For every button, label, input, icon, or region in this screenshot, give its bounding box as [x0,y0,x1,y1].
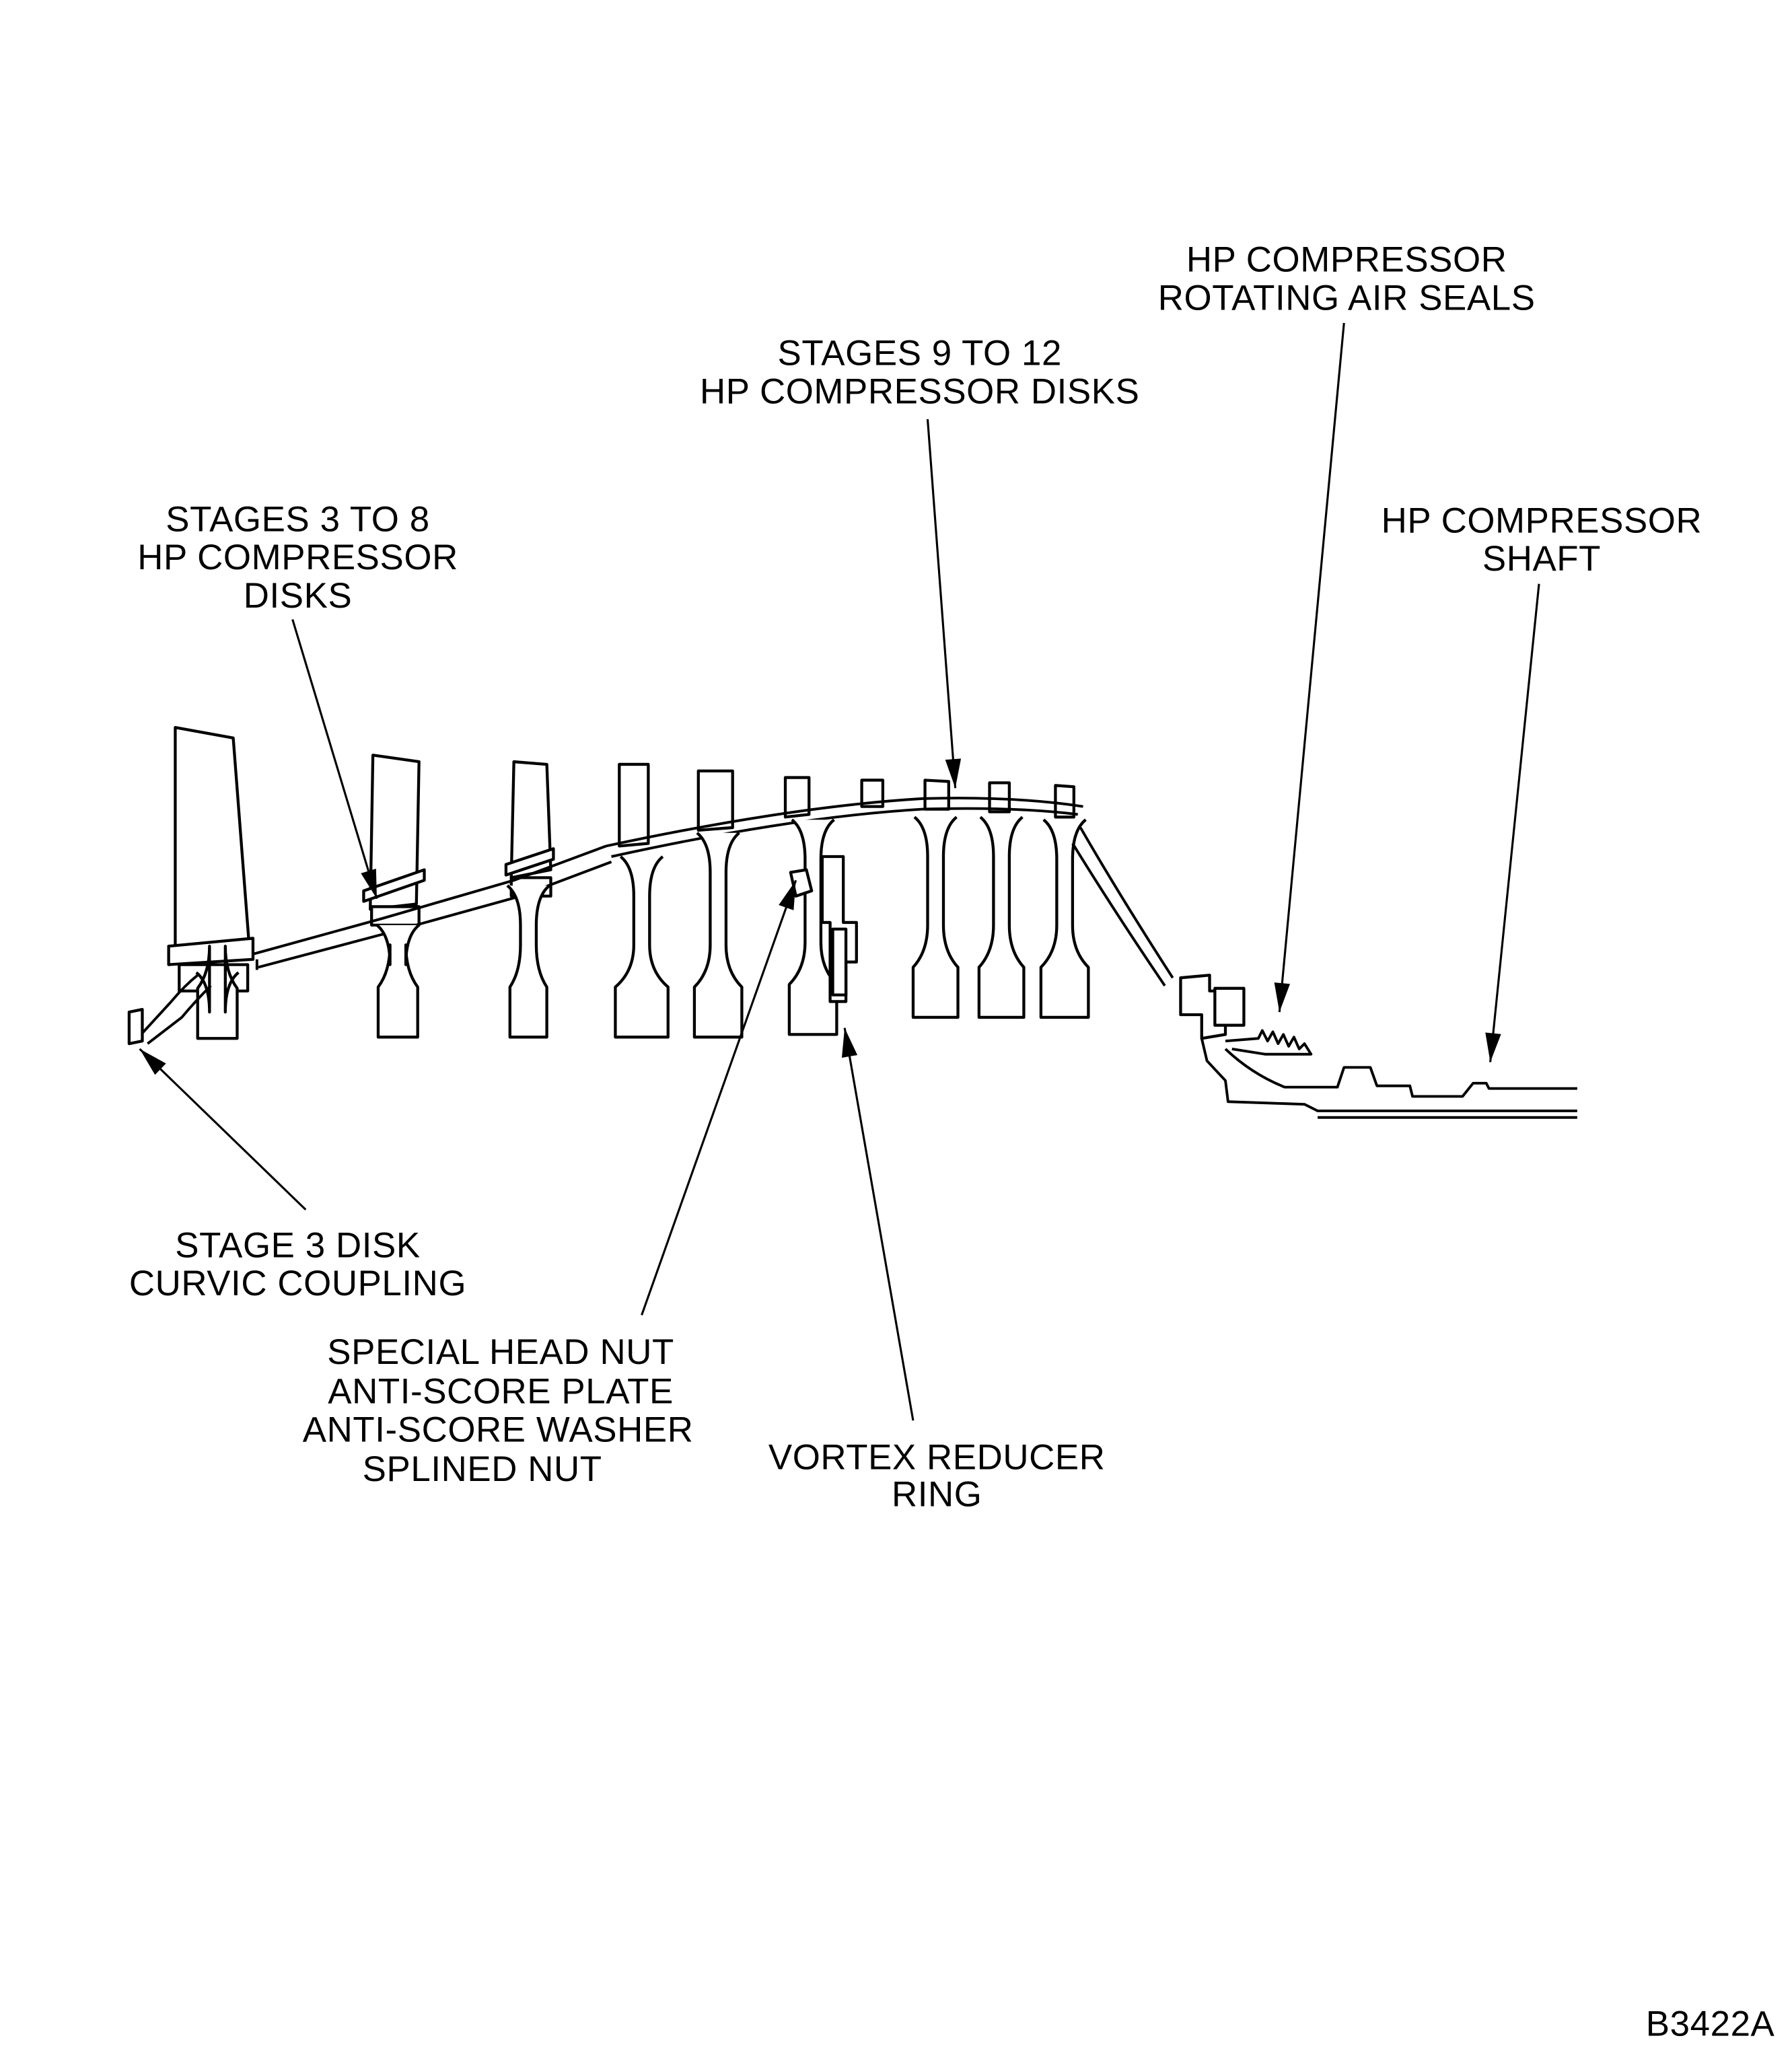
stage-4-blade [369,754,421,911]
arrowhead [139,1048,166,1075]
rotating-air-seal-teeth [1225,1029,1313,1056]
label-nut-stack-3: ANTI-SCORE WASHER [303,1410,694,1449]
leader-rotating-air-seals [1278,322,1345,1013]
disk-stage-11 [1039,818,1090,1019]
arrowhead [945,758,962,789]
label-nut-stack-4: SPLINED NUT [363,1449,602,1489]
leader-stages-3-8 [291,619,378,900]
leader-curvic [139,1048,307,1210]
leader-shaft [1489,583,1540,1062]
arrowhead [361,869,378,899]
arrowhead [841,1027,858,1058]
label-stages-9-12-1: STAGES 9 TO 12 [778,334,1062,373]
label-curvic-2: CURVIC COUPLING [129,1264,466,1303]
leader-lines [139,322,1540,1421]
arrowhead [779,880,796,910]
stage-7-blade [696,769,734,832]
figure-id: B3422A [1646,2004,1775,2044]
label-stages-3-8-2: HP COMPRESSOR [137,538,458,577]
label-rotating-air-seals-2: ROTATING AIR SEALS [1158,278,1536,318]
disk-stage-3 [195,945,240,1040]
callout-labels: HP COMPRESSOR ROTATING AIR SEALS STAGES … [129,240,1775,2044]
disk-stage-9 [911,816,960,1019]
stage-9-blade [860,779,885,808]
stage-5-blade [509,760,552,879]
disk-stage-10 [977,816,1026,1019]
stage-11-blade [988,781,1011,813]
disk-stage-8 [787,818,838,1036]
compressor-disks [195,816,1090,1040]
vortex-reducer-ring [820,855,858,1003]
stage-6-blade [618,762,650,848]
label-rotating-air-seals-1: HP COMPRESSOR [1186,240,1507,280]
label-vortex-1: VORTEX REDUCER [768,1438,1106,1478]
disk-stage-6 [614,855,670,1039]
stage-10-blade [923,779,950,811]
label-stages-3-8-1: STAGES 3 TO 8 [166,499,429,539]
arrowheads [139,758,1501,1075]
stage-3-curvic-coupling [127,974,212,1046]
label-nut-stack-1: SPECIAL HEAD NUT [327,1332,674,1372]
arrowhead [1274,982,1291,1013]
label-stages-3-8-3: DISKS [244,576,353,616]
leader-stages-9-12 [926,419,957,789]
label-nut-stack-2: ANTI-SCORE PLATE [328,1372,674,1412]
label-vortex-2: RING [892,1474,982,1514]
disk-stage-4 [375,924,421,1039]
arrowhead [1485,1032,1501,1062]
disk-stage-5 [506,884,550,1039]
stage-8-blade [783,776,811,819]
disk-stage-7 [692,832,744,1039]
stage-3-blade [174,725,251,951]
leader-vortex [843,1027,915,1421]
aft-cone-and-shaft [1071,826,1577,1119]
stage-12-blade [1054,784,1075,819]
label-shaft-1: HP COMPRESSOR [1382,501,1703,540]
leader-nut-stack [641,879,797,1315]
label-shaft-2: SHAFT [1482,539,1601,579]
label-stages-9-12-2: HP COMPRESSOR DISKS [700,371,1139,411]
label-curvic-1: STAGE 3 DISK [175,1225,420,1265]
